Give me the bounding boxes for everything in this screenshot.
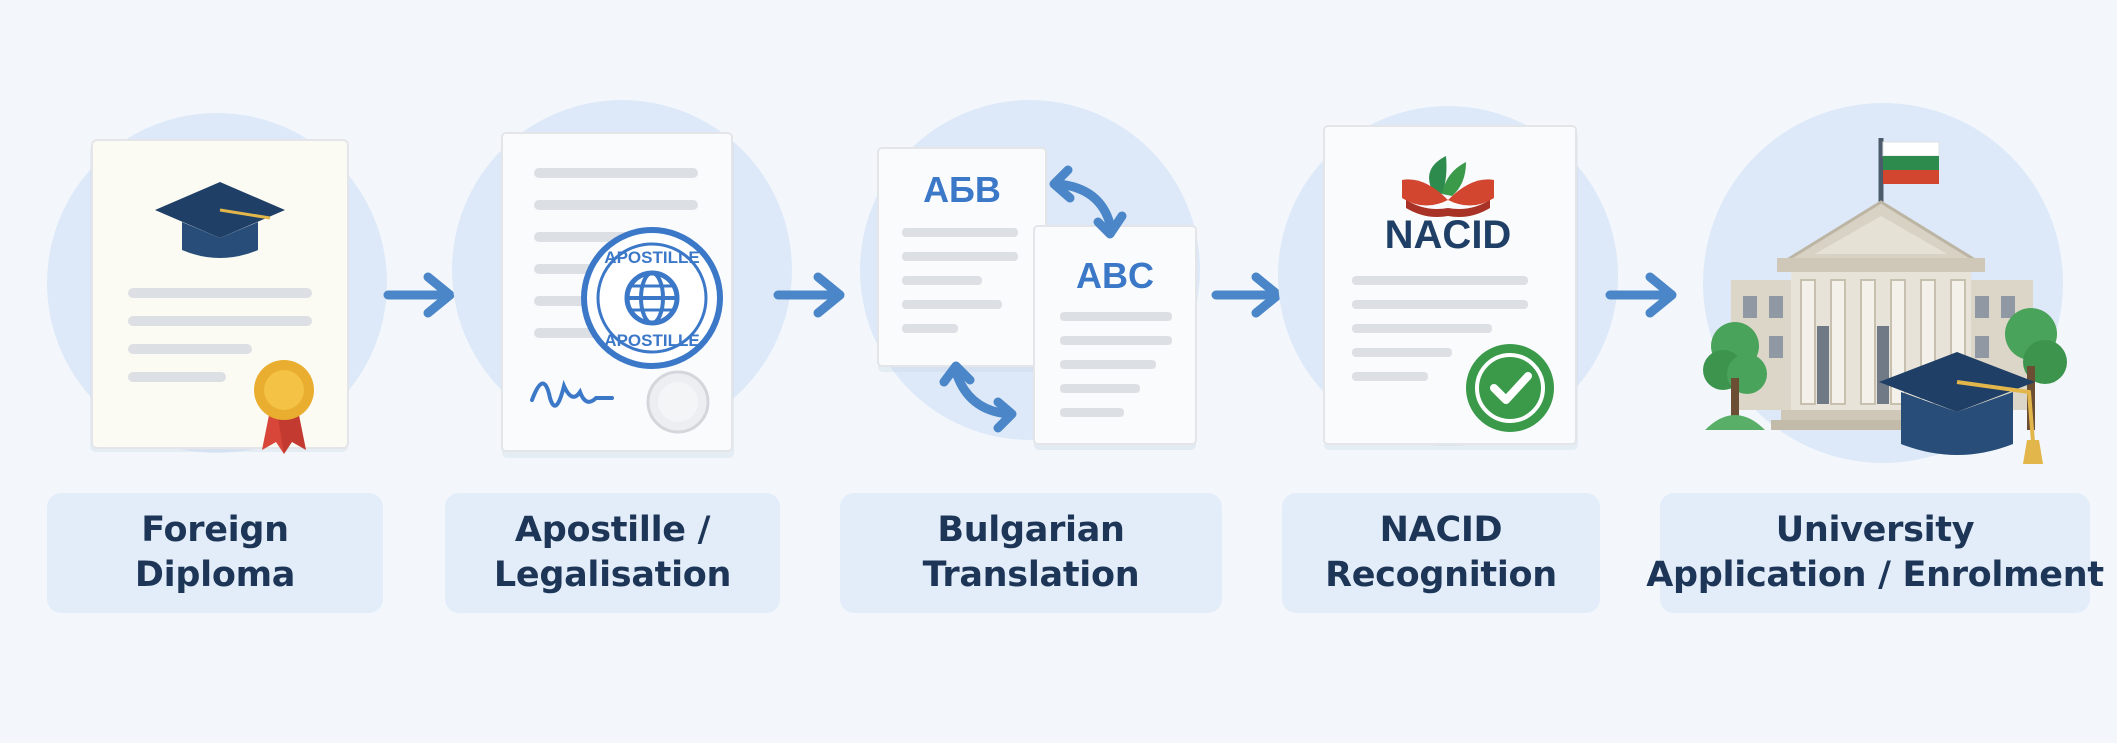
step-2-label-line2: Legalisation (493, 555, 732, 595)
step-3-label: Bulgarian Translation (840, 493, 1222, 613)
step-1-label-line1: Foreign (141, 510, 289, 550)
apostille-stamp: APOSTILLE APOSTILLE (581, 227, 723, 369)
step-5-label: University Application / Enrolment (1646, 493, 2104, 613)
stamp-text-top: APOSTILLE (604, 248, 699, 267)
step-5-label-line2: Application / Enrolment (1646, 555, 2104, 595)
nacid-doc-title: NACID (1385, 213, 1512, 257)
arrow-icon-3 (1211, 272, 1283, 318)
step-2-label-line1: Apostille / (514, 510, 711, 550)
graduation-cap-icon (1879, 352, 2043, 464)
nacid-logo-icon (1402, 156, 1494, 217)
step-2-label: Apostille / Legalisation (445, 493, 780, 613)
university-building-icon (1703, 138, 2067, 464)
apostille-document-icon: APOSTILLE APOSTILLE (501, 132, 734, 458)
step-1-label-line2: Diploma (134, 555, 296, 595)
arrow-icon-4 (1605, 272, 1677, 318)
step-3-label-line2: Translation (922, 555, 1140, 595)
translation-documents-icon: АБВ ABC (877, 147, 1197, 450)
arrow-icon-2 (773, 272, 845, 318)
stamp-text-bottom: APOSTILLE (604, 331, 699, 350)
diploma-icon (90, 139, 349, 454)
check-badge-icon (1466, 344, 1554, 432)
arrow-icon-1 (383, 272, 455, 318)
step-4-label: NACID Recognition (1282, 493, 1600, 613)
step-3-label-line1: Bulgarian (937, 510, 1125, 550)
step-4-label-line1: NACID (1379, 510, 1503, 550)
step-1-label: Foreign Diploma (47, 493, 383, 613)
step-5-label-line1: University (1775, 510, 1975, 550)
doc-b-text: ABC (1076, 255, 1154, 296)
nacid-document-icon: NACID (1323, 125, 1578, 450)
step-4-label-line2: Recognition (1325, 555, 1557, 595)
doc-a-text: АБВ (923, 169, 1001, 210)
